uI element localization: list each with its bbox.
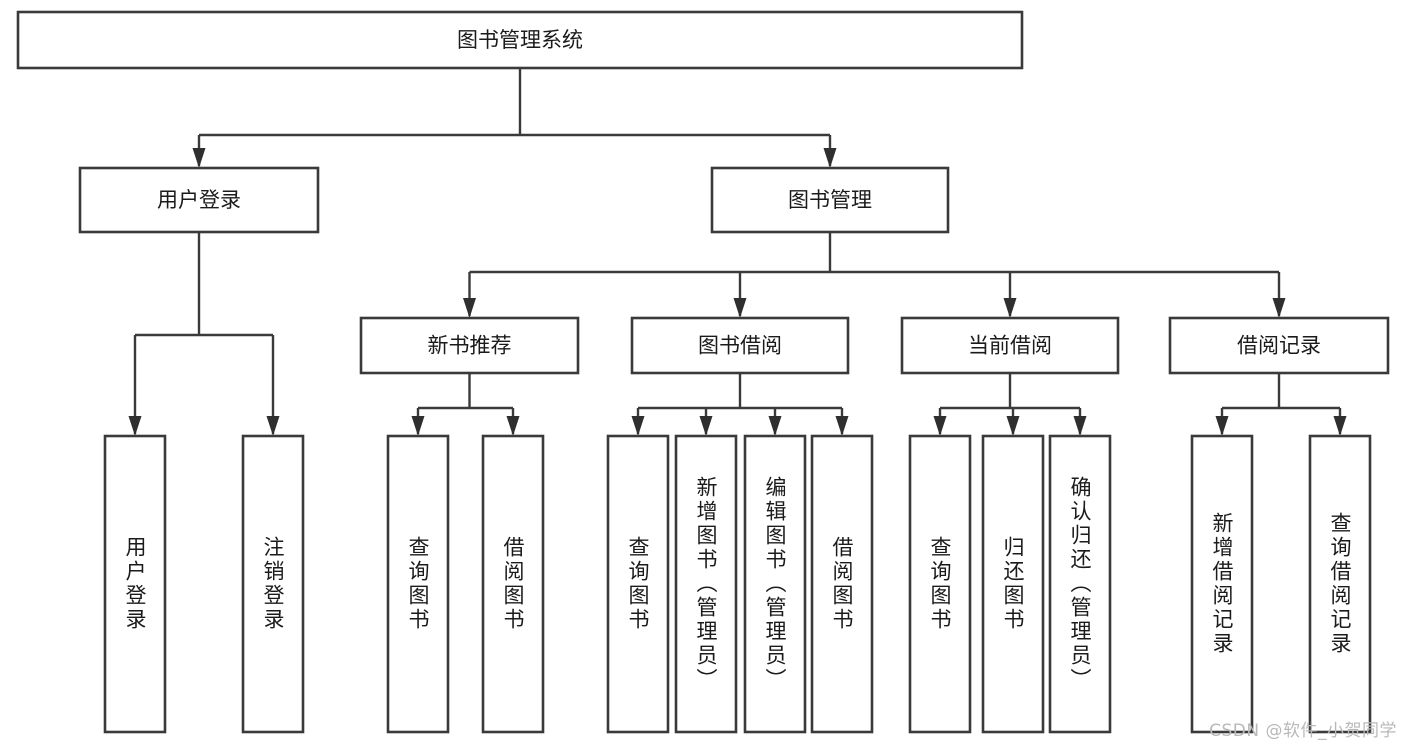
arrow-to-leaf-add-book-admin — [699, 416, 713, 436]
node-leaf-add-book-admin[interactable]: 新增图书（管理员） — [674, 434, 738, 734]
arrow-to-leaf-confirm-return-admin — [1073, 416, 1087, 436]
arrow-to-leaf-query-book-recommend — [411, 416, 425, 436]
node-leaf-logout-login-label: 注销登录 — [261, 536, 285, 632]
node-new-book-recommend-box[interactable] — [359, 316, 580, 375]
node-user-login-box[interactable] — [78, 166, 320, 234]
node-leaf-user-login-label: 用户登录 — [123, 536, 147, 632]
node-root-box[interactable] — [16, 10, 1024, 70]
node-new-book-recommend-label: 新书推荐 — [428, 334, 512, 358]
node-current-borrow-box[interactable] — [900, 316, 1120, 375]
node-leaf-confirm-return-admin[interactable]: 确认归还（管理员） — [1048, 434, 1112, 734]
node-leaf-borrow-book-box[interactable] — [810, 434, 874, 734]
node-leaf-query-borrow-record-label: 查询借阅记录 — [1328, 512, 1352, 656]
node-leaf-query-book-recommend-box[interactable] — [386, 434, 450, 734]
arrow-to-book-manage — [823, 148, 837, 168]
arrow-to-leaf-query-borrow-record — [1333, 416, 1347, 436]
node-leaf-add-borrow-record[interactable]: 新增借阅记录 — [1190, 434, 1254, 734]
node-leaf-edit-book-admin-label: 编辑图书（管理员） — [763, 476, 787, 692]
node-current-borrow-label: 当前借阅 — [968, 334, 1052, 358]
node-current-borrow[interactable]: 当前借阅 — [900, 316, 1120, 375]
arrow-to-leaf-edit-book-admin — [768, 416, 782, 436]
arrow-to-book-borrow — [733, 298, 747, 318]
node-leaf-query-book-recommend-label: 查询图书 — [406, 536, 430, 632]
arrow-to-leaf-logout-login — [266, 416, 280, 436]
node-borrow-record[interactable]: 借阅记录 — [1168, 316, 1390, 375]
node-leaf-query-book-box[interactable] — [606, 434, 670, 734]
node-leaf-user-login-box[interactable] — [103, 434, 167, 734]
arrow-to-leaf-query-book — [631, 416, 645, 436]
arrow-to-borrow-record — [1272, 298, 1286, 318]
node-leaf-return-book[interactable]: 归还图书 — [981, 434, 1045, 734]
node-leaf-borrow-book-recommend-label: 借阅图书 — [501, 536, 525, 632]
node-leaf-logout-login[interactable]: 注销登录 — [241, 434, 305, 734]
node-leaf-query-book-current-box[interactable] — [908, 434, 972, 734]
node-leaf-query-book-current-label: 查询图书 — [928, 536, 952, 632]
node-leaf-borrow-book[interactable]: 借阅图书 — [810, 434, 874, 734]
node-leaf-return-book-label: 归还图书 — [1001, 536, 1025, 632]
node-leaf-borrow-book-label: 借阅图书 — [830, 536, 854, 632]
arrow-to-leaf-user-login — [128, 416, 142, 436]
node-new-book-recommend[interactable]: 新书推荐 — [359, 316, 580, 375]
arrow-to-leaf-add-borrow-record — [1215, 416, 1229, 436]
node-book-manage-box[interactable] — [710, 166, 950, 234]
arrow-to-user-login — [192, 148, 206, 168]
node-leaf-edit-book-admin[interactable]: 编辑图书（管理员） — [743, 434, 807, 734]
node-book-borrow-box[interactable] — [630, 316, 850, 375]
node-root[interactable]: 图书管理系统 — [16, 10, 1024, 70]
node-leaf-edit-book-admin-box[interactable] — [743, 434, 807, 734]
node-leaf-borrow-book-recommend[interactable]: 借阅图书 — [481, 434, 545, 734]
node-leaf-query-book-current[interactable]: 查询图书 — [908, 434, 972, 734]
node-book-manage-label: 图书管理 — [788, 188, 872, 212]
node-book-borrow[interactable]: 图书借阅 — [630, 316, 850, 375]
node-leaf-query-borrow-record-box[interactable] — [1308, 434, 1372, 734]
node-borrow-record-box[interactable] — [1168, 316, 1390, 375]
node-leaf-query-book-label: 查询图书 — [626, 536, 650, 632]
node-leaf-query-book[interactable]: 查询图书 — [606, 434, 670, 734]
arrow-to-leaf-query-book-current — [933, 416, 947, 436]
node-leaf-query-book-recommend[interactable]: 查询图书 — [386, 434, 450, 734]
node-leaf-add-borrow-record-label: 新增借阅记录 — [1210, 512, 1234, 656]
node-user-login-label: 用户登录 — [157, 188, 241, 212]
node-leaf-query-borrow-record[interactable]: 查询借阅记录 — [1308, 434, 1372, 734]
node-leaf-borrow-book-recommend-box[interactable] — [481, 434, 545, 734]
arrow-to-new-book-recommend — [463, 298, 476, 318]
node-layer: 图书管理系统用户登录图书管理新书推荐图书借阅当前借阅借阅记录用户登录注销登录查询… — [16, 10, 1390, 734]
node-leaf-return-book-box[interactable] — [981, 434, 1045, 734]
node-leaf-user-login[interactable]: 用户登录 — [103, 434, 167, 734]
node-book-manage[interactable]: 图书管理 — [710, 166, 950, 234]
node-user-login[interactable]: 用户登录 — [78, 166, 320, 234]
connector-layer — [128, 68, 1347, 436]
node-leaf-add-book-admin-label: 新增图书（管理员） — [694, 476, 718, 692]
arrow-to-leaf-borrow-book-recommend — [506, 416, 520, 436]
node-leaf-add-borrow-record-box[interactable] — [1190, 434, 1254, 734]
node-leaf-confirm-return-admin-box[interactable] — [1048, 434, 1112, 734]
node-book-borrow-label: 图书借阅 — [698, 334, 782, 358]
arrow-to-current-borrow — [1003, 298, 1017, 318]
node-borrow-record-label: 借阅记录 — [1237, 334, 1321, 358]
node-root-label: 图书管理系统 — [457, 28, 583, 52]
arrow-to-leaf-return-book — [1006, 416, 1020, 436]
arrow-to-leaf-borrow-book — [835, 416, 849, 436]
node-leaf-add-book-admin-box[interactable] — [674, 434, 738, 734]
node-leaf-logout-login-box[interactable] — [241, 434, 305, 734]
node-leaf-confirm-return-admin-label: 确认归还（管理员） — [1068, 476, 1092, 692]
